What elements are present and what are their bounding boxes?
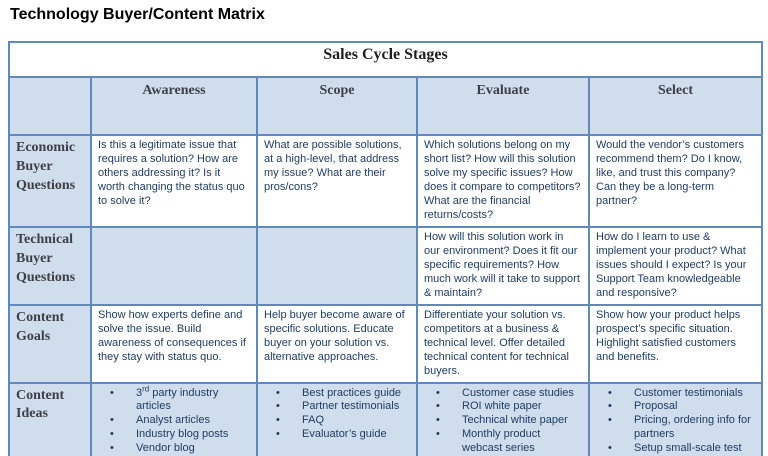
cell-technical-scope bbox=[256, 225, 418, 306]
table-row-technical-buyer-questions: Technical Buyer Questions How will this … bbox=[8, 225, 763, 306]
table-title: Sales Cycle Stages bbox=[8, 41, 763, 78]
content-ideas-select-list: Customer testimonialsProposalPricing, or… bbox=[596, 387, 755, 456]
list-item: 3rd party industry articles bbox=[110, 384, 250, 415]
row-label-content-ideas: Content Ideas bbox=[8, 381, 92, 456]
list-item: Vendor blog bbox=[110, 442, 250, 456]
content-ideas-scope-list: Best practices guidePartner testimonials… bbox=[264, 387, 410, 443]
table-title-row: Sales Cycle Stages bbox=[8, 41, 763, 78]
page-title: Technology Buyer/Content Matrix bbox=[10, 6, 265, 23]
list-item: Monthly product webcast series bbox=[436, 428, 582, 456]
cell-goals-select: Show how your product helps prospect’s s… bbox=[588, 303, 763, 384]
cell-economic-select: Would the vendor’s customers recommend t… bbox=[588, 134, 763, 228]
list-item: Industry blog posts bbox=[110, 428, 250, 442]
row-label-technical-buyer-questions: Technical Buyer Questions bbox=[8, 225, 92, 306]
list-item: Setup small-scale test environment bbox=[608, 442, 755, 456]
list-item: Technical white paper bbox=[436, 414, 582, 428]
cell-economic-evaluate: Which solutions belong on my short list?… bbox=[416, 134, 590, 228]
list-item: Best practices guide bbox=[276, 387, 410, 401]
list-item: Analyst articles bbox=[110, 414, 250, 428]
cell-goals-scope: Help buyer become aware of specific solu… bbox=[256, 303, 418, 384]
cell-goals-evaluate: Differentiate your solution vs. competit… bbox=[416, 303, 590, 384]
content-ideas-awareness-list: 3rd party industry articlesAnalyst artic… bbox=[98, 384, 250, 456]
row-label-economic-buyer-questions: Economic Buyer Questions bbox=[8, 134, 92, 228]
corner-cell bbox=[8, 76, 92, 136]
row-label-content-goals: Content Goals bbox=[8, 303, 92, 384]
list-item: Proposal bbox=[608, 400, 755, 414]
cell-goals-awareness: Show how experts define and solve the is… bbox=[90, 303, 258, 384]
buyer-content-matrix-table: Sales Cycle Stages Awareness Scope Evalu… bbox=[8, 41, 763, 456]
list-item: Customer testimonials bbox=[608, 387, 755, 401]
list-item: FAQ bbox=[276, 414, 410, 428]
cell-technical-evaluate: How will this solution work in our envir… bbox=[416, 225, 590, 306]
cell-economic-awareness: Is this a legitimate issue that requires… bbox=[90, 134, 258, 228]
list-item: Partner testimonials bbox=[276, 400, 410, 414]
column-header-select: Select bbox=[588, 76, 763, 136]
column-header-awareness: Awareness bbox=[90, 76, 258, 136]
column-header-evaluate: Evaluate bbox=[416, 76, 590, 136]
table-row-content-goals: Content Goals Show how experts define an… bbox=[8, 303, 763, 384]
column-header-row: Awareness Scope Evaluate Select bbox=[8, 76, 763, 136]
content-ideas-evaluate-list: Customer case studiesROI white paperTech… bbox=[424, 387, 582, 456]
cell-ideas-select: Customer testimonialsProposalPricing, or… bbox=[588, 381, 763, 456]
cell-technical-select: How do I learn to use & implement your p… bbox=[588, 225, 763, 306]
list-item: Pricing, ordering info for partners bbox=[608, 414, 755, 442]
cell-ideas-scope: Best practices guidePartner testimonials… bbox=[256, 381, 418, 456]
cell-technical-awareness bbox=[90, 225, 258, 306]
list-item: Customer case studies bbox=[436, 387, 582, 401]
cell-economic-scope: What are possible solutions, at a high-l… bbox=[256, 134, 418, 228]
column-header-scope: Scope bbox=[256, 76, 418, 136]
cell-ideas-evaluate: Customer case studiesROI white paperTech… bbox=[416, 381, 590, 456]
cell-ideas-awareness: 3rd party industry articlesAnalyst artic… bbox=[90, 381, 258, 456]
table-row-content-ideas: Content Ideas 3rd party industry article… bbox=[8, 381, 763, 456]
list-item: Evaluator’s guide bbox=[276, 428, 410, 442]
table-row-economic-buyer-questions: Economic Buyer Questions Is this a legit… bbox=[8, 134, 763, 228]
list-item: ROI white paper bbox=[436, 400, 582, 414]
